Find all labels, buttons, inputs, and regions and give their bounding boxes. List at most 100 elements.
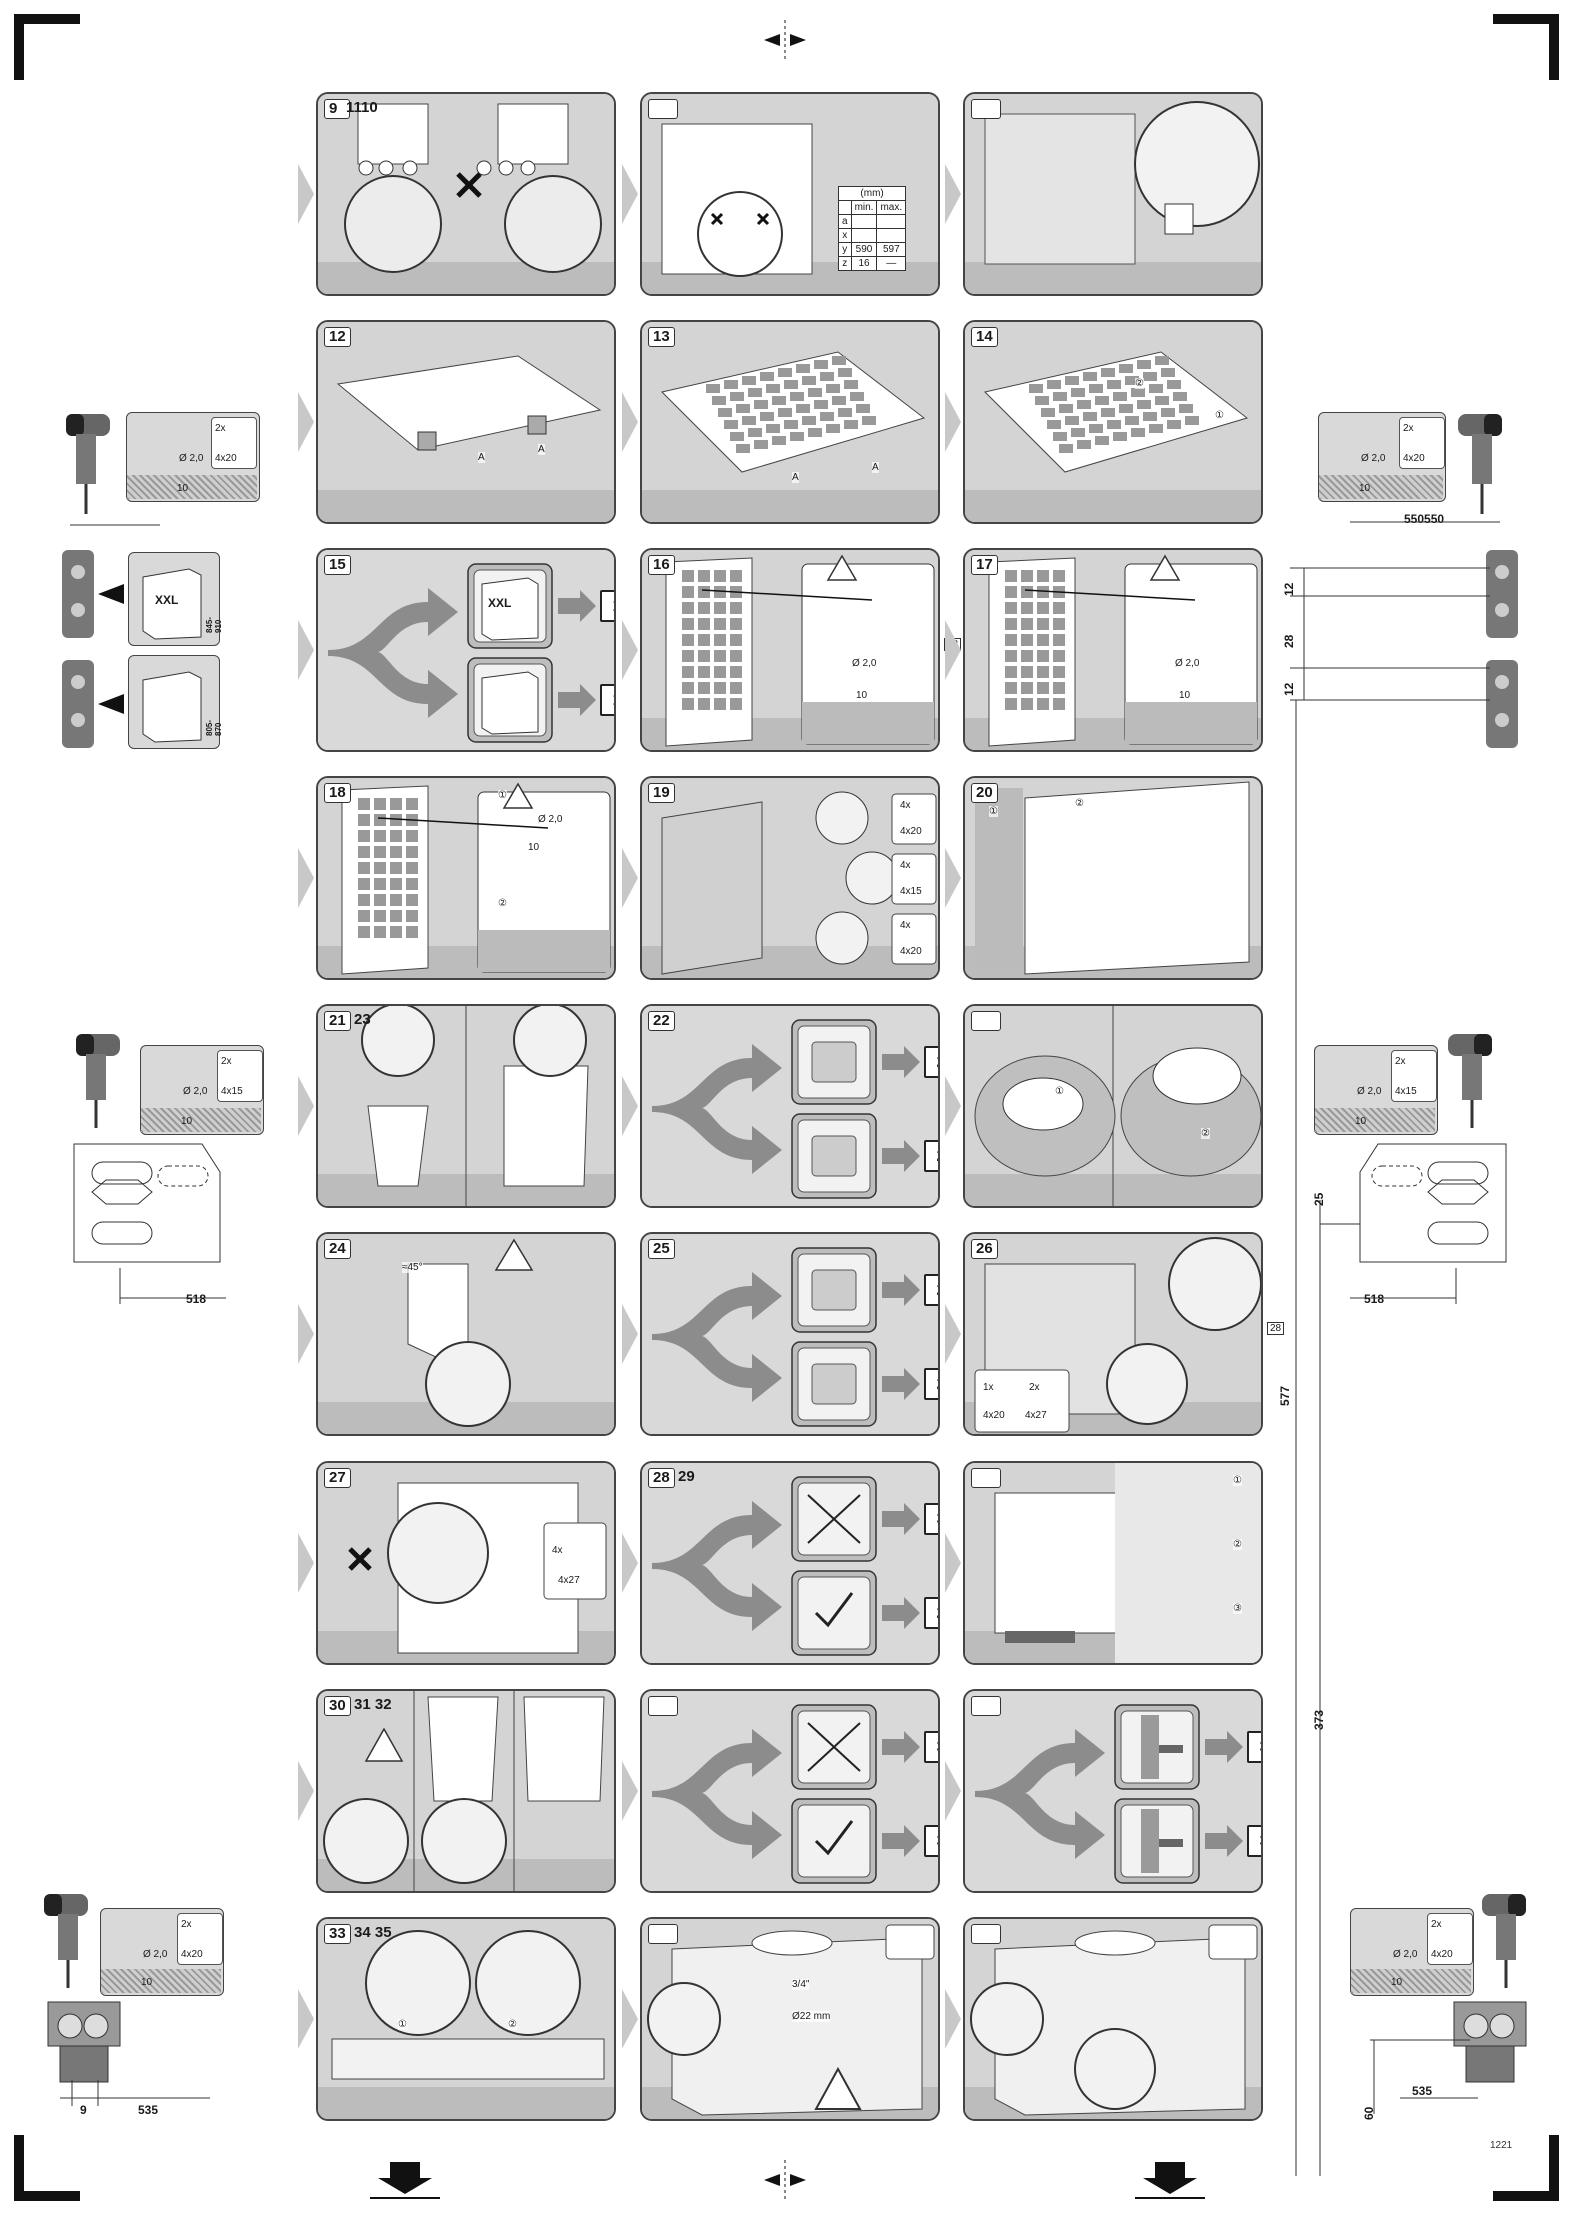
step-panel: 30292829: [640, 1461, 940, 1665]
step-panel: 3433: [963, 1689, 1263, 1893]
dimension-label: 28: [1282, 634, 1296, 648]
callout-label: Ø 2,0: [1175, 658, 1200, 669]
dimension-label: 518: [186, 1292, 207, 1306]
step-number: 26: [971, 1239, 998, 1259]
step-number: 17: [971, 555, 998, 575]
step-illustration: [318, 1006, 614, 1206]
step-number: 21: [324, 1011, 351, 1031]
drill-spec-box: 2x 4x20 Ø 2,0 10: [1350, 1908, 1474, 1996]
step-illustration: [318, 1691, 614, 1891]
drill-icon: [1482, 1894, 1526, 1988]
mounting-plate-drawing: [1359, 1143, 1507, 1263]
screw-size: 4x20: [1403, 453, 1425, 464]
dimension-line: [119, 1268, 226, 1304]
step-illustration: [318, 1463, 614, 1663]
step-panel: 24≈45°: [316, 1232, 616, 1436]
callout-label: 2x: [1029, 1382, 1040, 1393]
goto-step-box: 27: [924, 1274, 938, 1306]
step-number-extra: 23: [354, 1011, 371, 1028]
callout-label: 10: [856, 690, 868, 701]
flow-chevron-icon: [622, 164, 638, 224]
step-illustration: [965, 1463, 1261, 1663]
hole-depth: 10: [1359, 483, 1371, 494]
flow-chevron-icon: [298, 620, 314, 680]
hole-depth: 10: [181, 1116, 193, 1127]
flow-chevron-icon: [945, 848, 961, 908]
callout-label: ②: [1201, 1128, 1210, 1139]
hole-depth: 10: [177, 483, 189, 494]
dimension-label: 25: [1312, 1192, 1326, 1206]
flow-chevron-icon: [298, 1076, 314, 1136]
screw-count: 2x: [1431, 1919, 1442, 1930]
flow-chevron-icon: [622, 1076, 638, 1136]
step-panel: 1716XXL15: [316, 548, 616, 752]
step-panel: 272625: [640, 1232, 940, 1436]
drill-spec-box: 2x 4x20 Ø 2,0 10: [100, 1908, 224, 1996]
dimension-label: 550550: [1404, 512, 1445, 526]
callout-label: 10: [528, 842, 540, 853]
hole-depth: 10: [141, 1977, 153, 1988]
step-illustration: [965, 1919, 1261, 2119]
step-number: 22: [648, 1011, 675, 1031]
hole-depth: 10: [1355, 1116, 1367, 1127]
step-number-extra: 29: [678, 1468, 695, 1485]
hole-diameter: Ø 2,0: [1357, 1086, 1382, 1097]
step-number: 33: [324, 1924, 351, 1944]
step-number: 12: [324, 327, 351, 347]
step-illustration: [642, 1919, 938, 2119]
registration-mark-top: [764, 20, 806, 60]
height-range: 845-910: [205, 616, 223, 633]
drill-spec-box: 2x 4x15 Ø 2,0 10: [140, 1045, 264, 1135]
hole-diameter: Ø 2,0: [143, 1949, 168, 1960]
screw-count: 2x: [215, 423, 226, 434]
callout-label: ②: [508, 2019, 517, 2030]
callout-label: 4x: [900, 920, 911, 931]
callout-label: ①: [1233, 1475, 1242, 1486]
step-number: [971, 1924, 1001, 1944]
flow-chevron-icon: [298, 848, 314, 908]
xxl-label: XXL: [155, 593, 179, 607]
step-number: 19: [648, 783, 675, 803]
step-number: 15: [324, 555, 351, 575]
step-panel: 3/4"Ø22 mm: [640, 1917, 940, 2121]
callout-label: 1x: [983, 1382, 994, 1393]
step-number: [971, 1011, 1001, 1031]
goto-step-box: 29: [924, 1597, 938, 1629]
table-cell: z: [838, 256, 852, 271]
drill-icon: [1458, 414, 1502, 514]
callout-label: A: [478, 452, 485, 463]
pointer-arrow-icon: [98, 584, 124, 604]
step-number: [971, 1468, 1001, 1488]
step-number: 27: [324, 1468, 351, 1488]
drill-icon: [44, 1894, 88, 1988]
table-cell: 16: [850, 256, 878, 271]
dimension-line: [1350, 1268, 1457, 1304]
dimension-label: 9: [80, 2103, 87, 2117]
screw-count: 2x: [1403, 423, 1414, 434]
screw-count: 2x: [181, 1919, 192, 1930]
step-number: [648, 1696, 678, 1716]
registration-mark-bottom: [764, 2160, 806, 2200]
flow-chevron-icon: [945, 1761, 961, 1821]
step-illustration: [965, 1691, 1261, 1891]
step-number: 16: [648, 555, 675, 575]
callout-label: ②: [1135, 378, 1144, 389]
flow-chevron-icon: [945, 1989, 961, 2049]
callout-label: ①: [989, 806, 998, 817]
step-illustration: [318, 778, 614, 978]
step-number: 25: [648, 1239, 675, 1259]
step-illustration: [965, 1234, 1261, 1434]
see-step-tag: 28: [1267, 1322, 1285, 1335]
dimension-label: 12: [1282, 582, 1296, 596]
